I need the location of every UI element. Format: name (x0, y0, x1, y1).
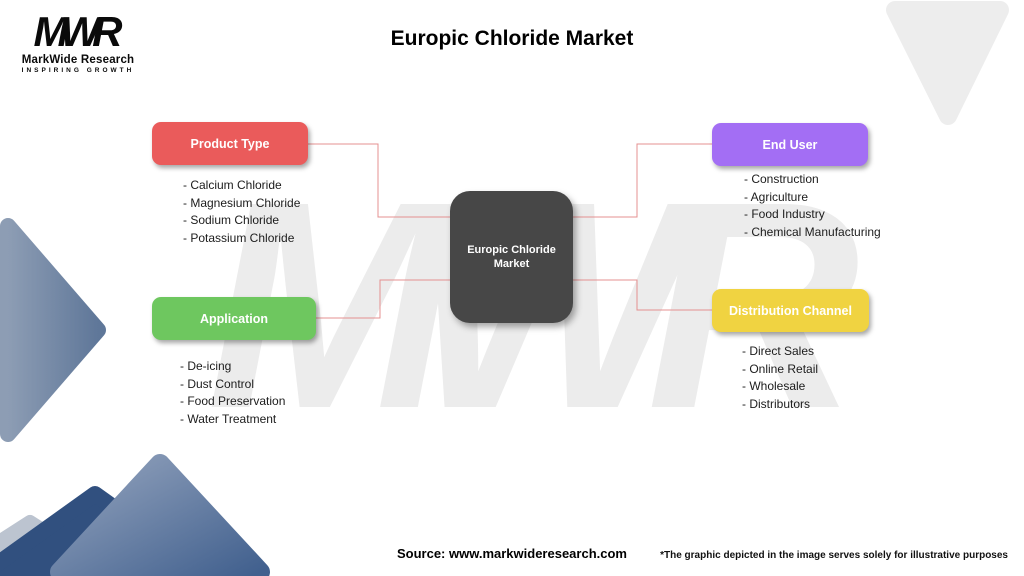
list-item: - Distributors (742, 396, 811, 411)
product-type-box: Product Type (152, 122, 308, 165)
bottom-left-navy-triangle (0, 486, 222, 576)
center-node: Europic Chloride Market (450, 191, 573, 323)
list-item: - Agriculture (744, 189, 809, 204)
markwide-logo: MWR MarkWide Research Inspiring Growth (20, 8, 136, 75)
end-user-box: End User (712, 123, 868, 166)
list-item: - Food Preservation (180, 394, 286, 408)
list-item: - Dust Control (180, 376, 255, 391)
product-type-list: - Calcium Chloride - Magnesium Chloride … (183, 177, 300, 247)
list-item: - Potassium Chloride (183, 230, 295, 245)
center-node-label: Europic Chloride Market (467, 244, 556, 270)
disclaimer-text: *The graphic depicted in the image serve… (660, 550, 1008, 561)
list-item: - Calcium Chloride (183, 178, 282, 192)
top-right-triangle (886, 1, 1009, 125)
list-item: - Wholesale (742, 379, 806, 393)
distribution-channel-label: Distribution Channel (729, 303, 852, 318)
end-user-list: - Construction - Agriculture - Food Indu… (744, 171, 881, 241)
distribution-channel-box: Distribution Channel (712, 289, 869, 332)
logo-mark: MWR (33, 8, 123, 55)
list-item: - Food Industry (744, 207, 825, 221)
list-item: - Direct Sales (742, 344, 815, 358)
page-title: Europic Chloride Market (390, 27, 634, 50)
distribution-channel-list: - Direct Sales - Online Retail - Wholesa… (742, 343, 818, 413)
list-item: - Online Retail (742, 361, 819, 376)
application-box: Application (152, 297, 316, 340)
end-user-label: End User (762, 137, 818, 152)
application-list: - De-icing - Dust Control - Food Preserv… (180, 358, 285, 428)
left-middle-triangle (0, 218, 106, 442)
source-text: Source: www.markwideresearch.com (396, 546, 627, 561)
list-item: - Magnesium Chloride (183, 195, 301, 210)
application-label: Application (199, 311, 269, 326)
list-item: - De-icing (180, 359, 232, 373)
logo-tagline: Inspiring Growth (21, 67, 135, 74)
list-item: - Construction (744, 172, 819, 186)
list-item: - Chemical Manufacturing (744, 224, 881, 239)
logo-name: MarkWide Research (21, 54, 135, 66)
list-item: - Sodium Chloride (183, 213, 280, 227)
product-type-label: Product Type (190, 136, 270, 151)
list-item: - Water Treatment (180, 411, 277, 426)
